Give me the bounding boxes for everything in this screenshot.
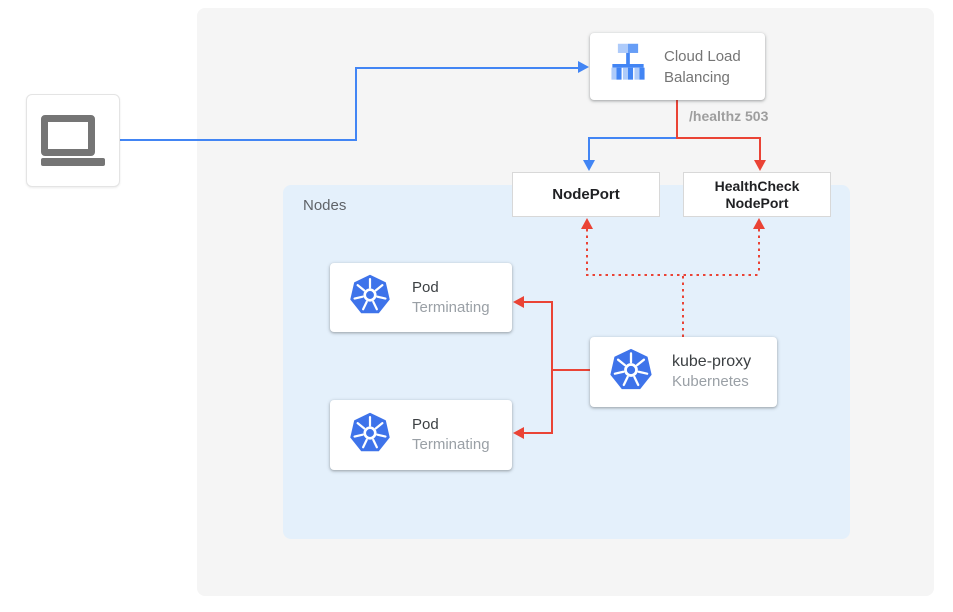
flow-line-clb-down [676, 100, 678, 139]
arrowhead-into-nodeport [583, 160, 595, 171]
healthcheck-nodeport-label-line1: HealthCheck [714, 177, 800, 194]
flow-line-into-pod1 [524, 301, 553, 303]
flow-line-pods-vertical [551, 301, 553, 434]
pod-card-1: Pod Terminating [330, 263, 512, 332]
arrowhead-up-into-healthcheck-nodeport [753, 218, 765, 229]
flow-line-branch-blue-vertical [588, 137, 590, 161]
pod1-status: Terminating [412, 298, 490, 316]
healthz-503-label: /healthz 503 [689, 108, 769, 124]
flow-line-client-vertical [355, 67, 357, 141]
dotted-line-kubeproxy-up [682, 276, 684, 337]
pod-card-2: Pod Terminating [330, 400, 512, 470]
kube-proxy-subtitle: Kubernetes [672, 373, 749, 390]
clb-label-line1: Cloud Load [664, 47, 741, 65]
laptop-base [41, 158, 105, 166]
arrowhead-into-pod1 [513, 296, 524, 308]
cloud-load-balancing-card: Cloud Load Balancing [590, 33, 765, 100]
flow-line-branch-red-vertical [759, 137, 761, 161]
dotted-line-to-healthcheck-nodeport [758, 229, 760, 274]
healthcheck-nodeport-box: HealthCheck NodePort [683, 172, 831, 217]
pod2-title: Pod [412, 416, 439, 433]
nodeport-box: NodePort [512, 172, 660, 217]
pod2-status: Terminating [412, 436, 490, 453]
flow-line-client-horizontal [120, 139, 356, 141]
client-card [26, 94, 120, 187]
kube-proxy-card: kube-proxy Kubernetes [590, 337, 777, 407]
flow-line-client-to-clb [355, 67, 578, 69]
dotted-line-to-nodeport [586, 229, 588, 274]
arrowhead-up-into-nodeport [581, 218, 593, 229]
arrowhead-into-healthcheck-nodeport [754, 160, 766, 171]
dotted-line-horizontal [586, 274, 761, 276]
kube-proxy-title: kube-proxy [672, 353, 752, 370]
arrowhead-into-clb [578, 61, 589, 73]
nodeport-label: NodePort [552, 186, 620, 203]
kubernetes-icon [348, 273, 392, 322]
nodes-panel-label: Nodes [303, 197, 347, 214]
laptop-screen [41, 115, 95, 156]
pod1-title: Pod [412, 278, 439, 296]
flow-line-branch-red-horizontal [676, 137, 761, 139]
arrowhead-into-pod2 [513, 427, 524, 439]
kubernetes-icon [608, 347, 654, 398]
flow-line-kubeproxy-left [551, 369, 591, 371]
clb-label-line2: Balancing [664, 68, 730, 86]
flow-line-branch-blue-horizontal [588, 137, 678, 139]
laptop-icon [41, 115, 105, 166]
healthcheck-nodeport-label-line2: NodePort [725, 194, 789, 211]
kubernetes-icon [348, 411, 392, 460]
cloud-load-balancing-icon [605, 41, 651, 92]
flow-line-into-pod2 [524, 432, 553, 434]
